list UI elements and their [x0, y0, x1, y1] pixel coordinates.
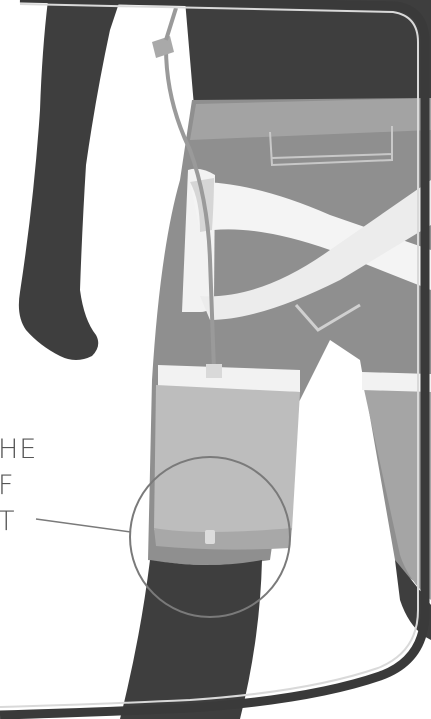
drainage-tube — [164, 47, 216, 371]
callout-line-3: T — [0, 506, 16, 537]
waistband-stitch — [269, 126, 393, 167]
bag-inlet — [206, 364, 222, 378]
thumb-icon — [60, 290, 74, 339]
crotch-seam — [294, 303, 361, 332]
shorts-right-leg — [362, 380, 431, 600]
leg-drainage-bag-icon — [154, 364, 300, 550]
tube-top — [164, 7, 178, 41]
leg-strap-band-right — [362, 372, 431, 392]
leg-left — [120, 560, 262, 719]
callout-circle-icon — [129, 456, 291, 618]
leg-strap-band — [158, 365, 300, 392]
callout-leader-line — [35, 518, 132, 533]
callout-line-2: F — [0, 470, 15, 501]
waistband — [190, 98, 431, 140]
bag-valve — [205, 530, 215, 544]
tube-connector — [152, 36, 174, 58]
arm-icon — [18, 0, 120, 360]
bag-body — [154, 385, 300, 538]
card-inner-edge — [0, 3, 419, 708]
strap-diagonal-a — [190, 181, 431, 290]
torso — [185, 0, 431, 118]
bag-lower-shade — [154, 528, 292, 550]
callout-line-1: HE — [0, 434, 37, 465]
strap-diagonal-b — [200, 180, 431, 320]
